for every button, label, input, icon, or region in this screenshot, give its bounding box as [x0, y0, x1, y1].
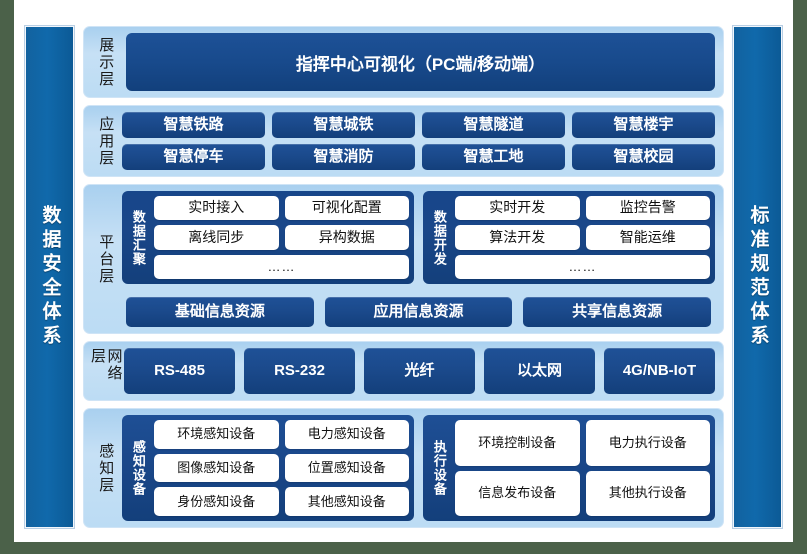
layer-platform-label-col: 平台层 [88, 191, 122, 327]
platform-chip-realtime-development[interactable]: 实时开发 [455, 196, 580, 221]
application-row-1: 智慧铁路 智慧城铁 智慧隧道 智慧楼宇 [122, 112, 715, 138]
left-pillar-label: 数据安全体系 [39, 205, 61, 349]
layer-application-label-col: 应用层 [88, 112, 122, 170]
application-items: 智慧铁路 智慧城铁 智慧隧道 智慧楼宇 智慧停车 智慧消防 智慧工地 智慧校园 [122, 112, 715, 170]
layer-application-label: 应用层 [97, 115, 115, 167]
network-item-fiber[interactable]: 光纤 [364, 348, 475, 394]
layer-presentation-label: 展示层 [97, 36, 115, 88]
network-item-ethernet[interactable]: 以太网 [484, 348, 595, 394]
layer-stack: 展示层 指挥中心可视化（PC端/移动端） 应用层 智慧铁路 智慧城铁 智慧隧道 … [83, 26, 724, 528]
architecture-frame: 数据安全体系 展示层 指挥中心可视化（PC端/移动端） 应用层 智慧铁路 智慧 [25, 26, 782, 528]
platform-group-data-aggregation: 数据汇聚 实时接入 可视化配置 离线同步 异构数据 [122, 191, 414, 284]
application-row-2: 智慧停车 智慧消防 智慧工地 智慧校园 [122, 144, 715, 170]
app-item-smart-building[interactable]: 智慧楼宇 [572, 112, 715, 138]
layer-network-label-col: 网络层 [88, 348, 123, 394]
sensing-group-1-title-col: 感知设备 [127, 420, 149, 516]
sensing-chip-image-sensor[interactable]: 图像感知设备 [154, 453, 279, 483]
platform-chip-monitoring-alarm[interactable]: 监控告警 [585, 196, 710, 221]
sensing-group-sensing-devices: 感知设备 环境感知设备 电力感知设备 图像感知设备 位置感知设备 [122, 415, 414, 521]
sensing-group-2-title: 执行设备 [431, 440, 447, 496]
platform-chip-intelligent-ops[interactable]: 智能运维 [585, 225, 710, 250]
network-item-4g-nbiot[interactable]: 4G/NB-IoT [604, 348, 715, 394]
layer-sensing: 感知层 感知设备 环境感知设备 电力感知设备 图 [83, 408, 724, 528]
app-item-smart-campus[interactable]: 智慧校园 [572, 144, 715, 170]
actuator-chip-power-actuator[interactable]: 电力执行设备 [585, 420, 710, 466]
right-pillar-standards: 标准规范体系 [733, 26, 782, 528]
layer-sensing-label-col: 感知层 [88, 415, 122, 521]
actuator-chip-information-release[interactable]: 信息发布设备 [455, 470, 580, 516]
app-item-smart-urban-rail[interactable]: 智慧城铁 [272, 112, 415, 138]
platform-chip-algorithm-development[interactable]: 算法开发 [455, 225, 580, 250]
layer-presentation-label-col: 展示层 [88, 33, 122, 91]
platform-group-2-title: 数据开发 [431, 209, 447, 266]
resource-basic-information[interactable]: 基础信息资源 [126, 297, 314, 327]
resource-application-information[interactable]: 应用信息资源 [324, 297, 513, 327]
sensing-group-1-grid: 环境感知设备 电力感知设备 图像感知设备 位置感知设备 身份感知设备 其他感知设… [154, 420, 409, 517]
sensing-group-2-row-1: 环境控制设备 电力执行设备 [455, 420, 710, 466]
layer-platform-label: 平台层 [97, 233, 115, 285]
sensing-chip-other-sensor[interactable]: 其他感知设备 [284, 487, 409, 517]
platform-group-2-row-3: …… [455, 254, 710, 279]
network-item-rs232[interactable]: RS-232 [244, 348, 355, 394]
sensing-chip-environment-sensor[interactable]: 环境感知设备 [154, 420, 279, 449]
sensing-chip-power-sensor[interactable]: 电力感知设备 [284, 420, 409, 449]
platform-group-1-row-3: …… [154, 254, 409, 279]
sensing-group-2-grid: 环境控制设备 电力执行设备 信息发布设备 其他执行设备 [455, 420, 710, 516]
platform-chip-heterogeneous-data[interactable]: 异构数据 [284, 225, 409, 250]
network-item-rs485[interactable]: RS-485 [124, 348, 235, 394]
app-item-smart-construction-site[interactable]: 智慧工地 [422, 144, 565, 170]
layer-presentation: 展示层 指挥中心可视化（PC端/移动端） [83, 26, 724, 98]
platform-resource-row: 基础信息资源 应用信息资源 共享信息资源 [122, 297, 715, 327]
layer-network-label: 网络层 [89, 348, 123, 382]
platform-groups: 数据汇聚 实时接入 可视化配置 离线同步 异构数据 [122, 191, 715, 284]
platform-group-2-row-2: 算法开发 智能运维 [455, 225, 710, 250]
sensing-group-actuator-devices: 执行设备 环境控制设备 电力执行设备 信息发布设备 其他执行设备 [423, 415, 715, 521]
app-item-smart-railway[interactable]: 智慧铁路 [122, 112, 265, 138]
platform-group-1-grid: 实时接入 可视化配置 离线同步 异构数据 …… [154, 196, 409, 279]
sensing-group-1-row-2: 图像感知设备 位置感知设备 [154, 453, 409, 483]
platform-group-2-grid: 实时开发 监控告警 算法开发 智能运维 …… [455, 196, 710, 279]
left-pillar-data-security: 数据安全体系 [25, 26, 74, 528]
platform-chip-more-development[interactable]: …… [455, 254, 710, 279]
platform-group-1-title: 数据汇聚 [130, 209, 146, 266]
platform-group-data-development: 数据开发 实时开发 监控告警 算法开发 智能运维 [423, 191, 715, 284]
sensing-group-1-row-3: 身份感知设备 其他感知设备 [154, 487, 409, 517]
platform-chip-realtime-ingest[interactable]: 实时接入 [154, 196, 279, 221]
actuator-chip-environment-control[interactable]: 环境控制设备 [455, 420, 580, 466]
layer-network: 网络层 RS-485 RS-232 光纤 以太网 4G/NB-IoT [83, 341, 724, 401]
sensing-group-1-title: 感知设备 [130, 440, 146, 496]
platform-group-2-title-col: 数据开发 [428, 196, 450, 279]
layer-platform: 平台层 数据汇聚 实时接入 可视化配置 [83, 184, 724, 334]
platform-group-1-title-col: 数据汇聚 [127, 196, 149, 279]
platform-body: 数据汇聚 实时接入 可视化配置 离线同步 异构数据 [122, 191, 715, 327]
sensing-group-2-row-2: 信息发布设备 其他执行设备 [455, 470, 710, 516]
sensing-groups: 感知设备 环境感知设备 电力感知设备 图像感知设备 位置感知设备 [122, 415, 715, 521]
diagram-canvas: 数据安全体系 展示层 指挥中心可视化（PC端/移动端） 应用层 智慧铁路 智慧 [14, 0, 793, 542]
layer-sensing-label: 感知层 [97, 442, 115, 494]
sensing-group-1-row-1: 环境感知设备 电力感知设备 [154, 420, 409, 449]
command-center-banner[interactable]: 指挥中心可视化（PC端/移动端） [126, 33, 715, 91]
network-items: RS-485 RS-232 光纤 以太网 4G/NB-IoT [122, 348, 715, 394]
right-pillar-label: 标准规范体系 [747, 205, 769, 349]
app-item-smart-tunnel[interactable]: 智慧隧道 [422, 112, 565, 138]
sensing-chip-identity-sensor[interactable]: 身份感知设备 [154, 487, 279, 517]
app-item-smart-parking[interactable]: 智慧停车 [122, 144, 265, 170]
resource-shared-information[interactable]: 共享信息资源 [523, 297, 712, 327]
platform-chip-offline-sync[interactable]: 离线同步 [154, 225, 279, 250]
actuator-chip-other-actuator[interactable]: 其他执行设备 [585, 470, 710, 516]
sensing-group-2-title-col: 执行设备 [428, 420, 450, 516]
platform-chip-more-aggregation[interactable]: …… [154, 254, 409, 279]
layer-application: 应用层 智慧铁路 智慧城铁 智慧隧道 智慧楼宇 智慧停车 智慧消防 智慧工地 智… [83, 105, 724, 177]
platform-group-2-row-1: 实时开发 监控告警 [455, 196, 710, 221]
platform-group-1-row-1: 实时接入 可视化配置 [154, 196, 409, 221]
sensing-chip-location-sensor[interactable]: 位置感知设备 [284, 453, 409, 483]
platform-chip-visual-config[interactable]: 可视化配置 [284, 196, 409, 221]
app-item-smart-firefighting[interactable]: 智慧消防 [272, 144, 415, 170]
platform-group-1-row-2: 离线同步 异构数据 [154, 225, 409, 250]
